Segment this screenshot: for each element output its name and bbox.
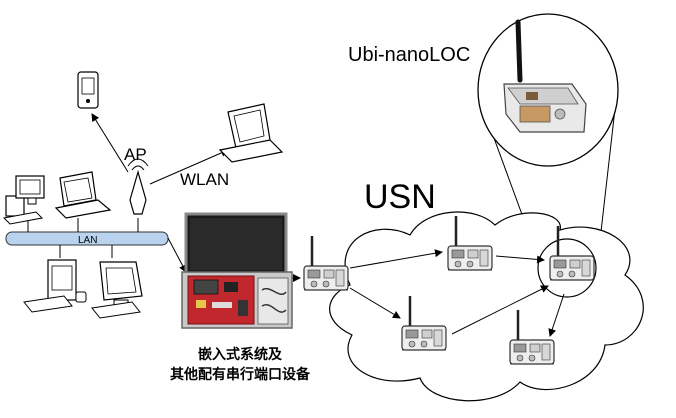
sensor-node-icon xyxy=(302,234,350,292)
arrow-ap-laptop xyxy=(149,149,229,185)
arrow-ap-pda xyxy=(91,113,129,173)
ap-antenna-icon xyxy=(127,158,149,215)
usn-title: USN xyxy=(364,178,436,216)
embedded-system-caption: 嵌入式系统及 其他配有串行端口设备 xyxy=(140,345,340,385)
caption-line-1: 嵌入式系统及 xyxy=(198,347,282,363)
desktop-pc-icon xyxy=(2,175,45,225)
wlan-label: WLAN xyxy=(180,170,230,189)
laptop-icon xyxy=(218,103,284,163)
pda-icon xyxy=(77,71,99,109)
laptop-icon xyxy=(54,171,112,219)
zoom-target-circle xyxy=(537,238,597,298)
usn-cloud-icon xyxy=(329,211,644,402)
embedded-kit-icon xyxy=(181,212,293,329)
ubi-nanoloc-module-icon xyxy=(503,19,587,133)
ubi-nanoloc-title: Ubi-nanoLOC xyxy=(348,44,471,66)
crt-monitor-icon xyxy=(91,261,143,319)
lan-label: LAN xyxy=(78,235,98,246)
arrow-lan-kit xyxy=(167,237,187,273)
ap-label: AP xyxy=(124,145,147,164)
arrow-usn-3 xyxy=(349,287,401,319)
arrow-usn-1 xyxy=(349,249,443,269)
caption-line-2: 其他配有串行端口设备 xyxy=(170,367,310,383)
arrow-usn-4 xyxy=(451,285,549,335)
workstation-icon xyxy=(23,259,87,313)
arrow-usn-2 xyxy=(495,255,545,264)
arrow-usn-5 xyxy=(548,293,565,337)
